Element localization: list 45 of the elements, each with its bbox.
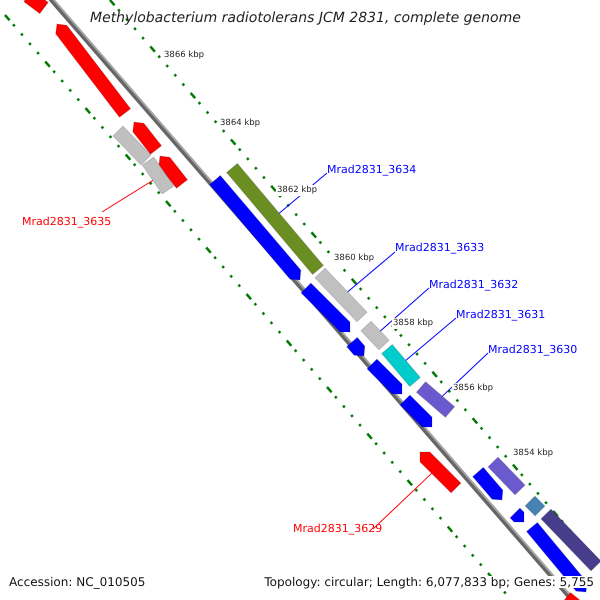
scale-label: 3860 kbp (333, 253, 376, 264)
scale-label: 3864 kbp (219, 118, 262, 128)
gene-bar (366, 358, 402, 394)
leader-line (347, 252, 396, 292)
gene-bar (142, 156, 174, 195)
gene-bar (346, 336, 366, 357)
gene-bar (509, 507, 524, 522)
gene-bar (226, 162, 324, 276)
gene-bar (55, 23, 132, 118)
scale-label: 3862 kbp (276, 185, 318, 196)
title: Methylobacterium radiotolerans JCM 2831, complete genome (90, 11, 521, 25)
gene-label: Mrad2831_3632 (429, 279, 518, 290)
gene-bar (314, 268, 368, 322)
accession-text: Accession: NC_010505 (9, 576, 146, 588)
gene-label: Mrad2831_3633 (395, 242, 484, 253)
gene-bar (158, 155, 188, 189)
scale-label: 3858 kbp (392, 318, 434, 328)
gene-label: Mrad2831_3631 (456, 309, 546, 320)
leader-line (380, 288, 430, 332)
leader-line (442, 352, 488, 397)
gene-bar (487, 456, 526, 496)
gene-bar (416, 381, 456, 418)
gene-label: Mrad2831_3634 (327, 164, 416, 175)
gene-bar (112, 125, 152, 166)
leader-line (372, 472, 432, 530)
gene-bar (360, 320, 390, 350)
gene-bar (23, 0, 49, 14)
gene-bar (472, 466, 504, 501)
gene-bar (540, 508, 600, 572)
gene-bar (300, 282, 350, 332)
leader-line (102, 180, 154, 212)
gene-bar (132, 121, 162, 155)
gene-bar (420, 452, 462, 494)
genome-summary: Topology: circular; Length: 6,077,833 bp; Genes: 5,755 (264, 576, 594, 588)
gene-label: Mrad2831_3629 (293, 523, 382, 534)
gene-bar (381, 344, 421, 388)
gene-bar (209, 174, 302, 281)
leader-line (405, 318, 456, 361)
gene-bar (399, 394, 432, 428)
gene-label: Mrad2831_3630 (488, 344, 578, 355)
scale-label: 3866 kbp (163, 50, 206, 60)
gene-label: Mrad2831_3635 (22, 216, 112, 227)
scale-label: 3856 kbp (452, 383, 494, 394)
gene-bar (524, 495, 546, 517)
scale-label: 3854 kbp (512, 448, 554, 458)
